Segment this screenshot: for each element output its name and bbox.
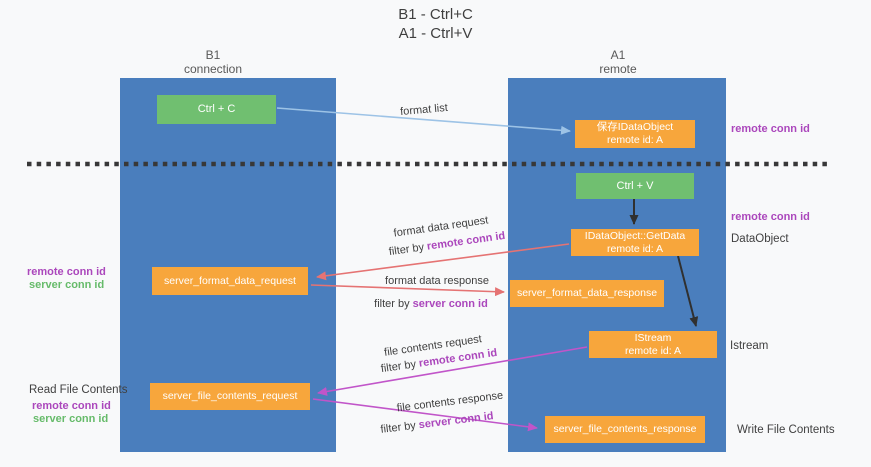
server-conn-id-text: server conn id — [412, 298, 488, 310]
left-label-remote-conn-id-bottom: remote conn id — [32, 400, 111, 412]
ctrl-v-label: Ctrl + V — [616, 179, 654, 192]
server-file-contents-request-label: server_file_contents_request — [162, 390, 298, 402]
node-istream: IStream remote id: A — [589, 331, 717, 358]
node-server-format-data-request: server_format_data_request — [152, 267, 308, 295]
node-ctrl-v: Ctrl + V — [576, 173, 694, 199]
lane-a1-name: A1 — [610, 48, 626, 62]
filter-by-text: filter by — [379, 419, 417, 436]
lane-header-a1: A1 remote — [599, 48, 636, 76]
lane-b1-subtitle: connection — [183, 62, 243, 76]
filter-by-text: filter by — [380, 358, 417, 376]
edge-label-format-data-response: format data response — [385, 275, 489, 287]
node-idataobject-getdata: IDataObject::GetData remote id: A — [571, 229, 699, 256]
server-format-data-response-label: server_format_data_response — [516, 287, 658, 299]
left-label-server-conn-id: server conn id — [29, 279, 105, 291]
right-label-remote-conn-id-mid: remote conn id — [731, 211, 810, 223]
right-label-istream: Istream — [730, 340, 769, 352]
left-label-server-conn-id-bottom: server conn id — [33, 413, 109, 425]
right-label-dataobject: DataObject — [731, 233, 789, 245]
getdata-line1: IDataObject::GetData — [584, 229, 686, 242]
save-idataobject-line2: remote id: A — [606, 134, 664, 146]
node-server-file-contents-response: server_file_contents_response — [545, 416, 705, 443]
lane-b1-name: B1 — [205, 48, 221, 62]
filter-by-text: filter by — [374, 298, 410, 310]
node-server-format-data-response: server_format_data_response — [510, 280, 664, 307]
server-file-contents-response-label: server_file_contents_response — [553, 423, 697, 435]
node-server-file-contents-request: server_file_contents_request — [150, 383, 310, 410]
node-ctrl-c: Ctrl + C — [157, 95, 276, 124]
left-label-remote-conn-id: remote conn id — [27, 266, 106, 278]
istream-line2: remote id: A — [624, 344, 682, 357]
left-label-read-file-contents: Read File Contents — [29, 384, 128, 396]
ctrl-c-label: Ctrl + C — [197, 103, 236, 115]
lane-header-b1: B1 connection — [184, 48, 242, 76]
lane-a1-subtitle: remote — [599, 62, 637, 76]
title-line-2: A1 - Ctrl+V — [398, 25, 473, 42]
getdata-line2: remote id: A — [606, 242, 664, 255]
title-line-1: B1 - Ctrl+C — [398, 6, 473, 23]
right-label-remote-conn-id-top: remote conn id — [731, 123, 810, 135]
server-format-data-request-label: server_format_data_request — [164, 274, 296, 287]
server-conn-id-text: server conn id — [418, 410, 495, 432]
istream-line1: IStream — [634, 331, 672, 344]
right-label-write-file-contents: Write File Contents — [737, 424, 835, 436]
save-idataobject-line1: 保存IDataObject — [596, 121, 674, 133]
node-save-idataobject: 保存IDataObject remote id: A — [575, 120, 695, 148]
diagram-title: B1 - Ctrl+C A1 - Ctrl+V — [0, 5, 871, 43]
edge-label-format-list: format list — [399, 101, 449, 119]
filter-by-text: filter by — [388, 241, 425, 259]
